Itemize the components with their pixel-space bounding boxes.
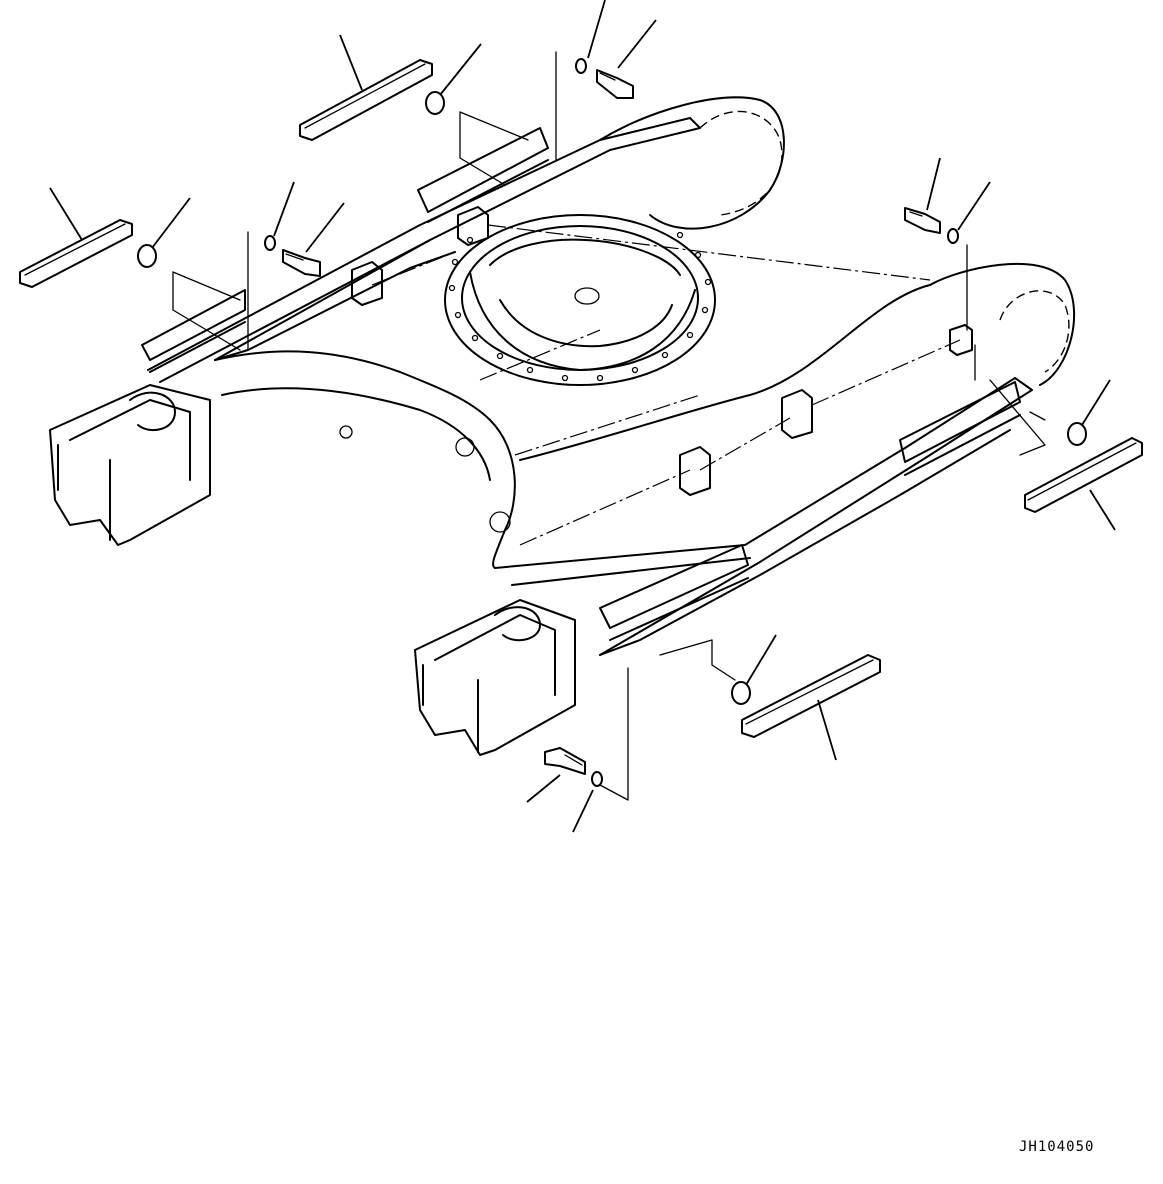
spacer-washer-2 xyxy=(137,244,157,268)
bolt-circle xyxy=(448,231,712,382)
mounting-bolt-1 xyxy=(596,69,634,99)
assembly-lines xyxy=(172,51,1046,801)
mounting-bolt-4 xyxy=(544,747,586,775)
lock-washer-3 xyxy=(947,228,959,244)
spacer-washer-4 xyxy=(731,681,751,705)
track-guard-rail-3 xyxy=(1024,437,1143,513)
spacer-washer-1 xyxy=(425,91,445,115)
mounting-bolt-2 xyxy=(282,249,321,277)
lock-washer-1 xyxy=(575,58,587,74)
mounting-bolt-3 xyxy=(904,207,941,234)
drawing-code-label: JH104050 xyxy=(1019,1139,1095,1155)
spacer-washer-3 xyxy=(1067,422,1087,446)
track-guard-rail-4 xyxy=(741,654,881,738)
lock-washer-2 xyxy=(264,235,276,251)
track-guard-rail-1 xyxy=(299,59,433,141)
track-frame xyxy=(49,96,1076,756)
leader-lines xyxy=(49,0,1116,833)
track-guard-rail-2 xyxy=(19,219,133,288)
lock-washer-4 xyxy=(591,771,603,787)
